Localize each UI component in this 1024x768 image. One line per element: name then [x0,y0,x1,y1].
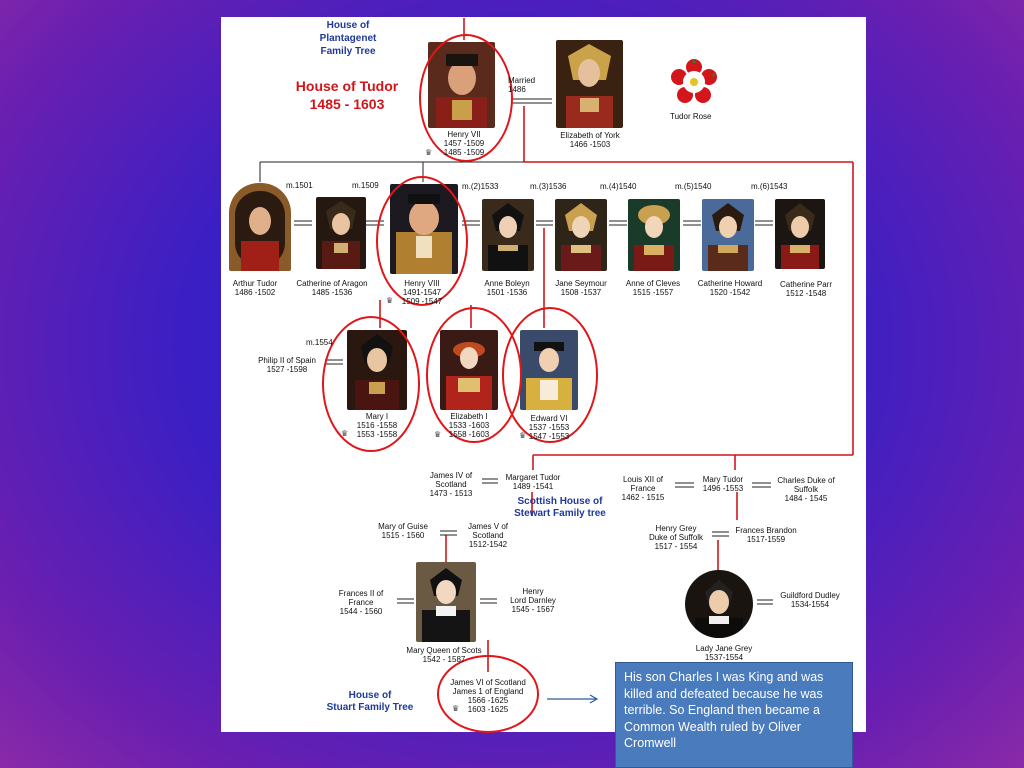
label-guildford: Guildford Dudley 1534-1554 [780,591,840,609]
marriage-1554: m.1554 [306,338,333,347]
catherine-parr-portrait [775,199,825,269]
catherine-howard-portrait [702,199,754,271]
label-henry7: Henry VII 1457 -1509 1485 -1509 [443,130,485,157]
label-mary1: Mary I 1516 -1558 1553 -1558 [356,412,398,439]
label-catherine-howard: Catherine Howard 1520 -1542 [697,279,763,297]
highlight-henry7 [419,34,513,162]
marriage-5: m.(5)1540 [675,182,712,191]
label-james4: James IV of Scotland 1473 - 1513 [429,471,473,498]
marriage-2: m.(2)1533 [462,182,499,191]
highlight-henry8 [376,176,468,306]
stewart-title: Scottish House of Stewart Family tree [514,496,606,519]
marriage-3: m.(3)1536 [530,182,567,191]
catherine-aragon-portrait [316,197,366,269]
elizabeth-york-portrait [556,40,623,128]
crown-icon: ♛ [425,148,433,157]
label-james6: James VI of Scotland James 1 of England … [450,678,526,714]
crown-icon: ♛ [452,704,460,713]
label-darnley: Henry Lord Darnley 1545 - 1567 [510,587,556,614]
label-anne-boleyn: Anne Boleyn 1501 -1536 [484,279,530,297]
label-louis12: Louis XII of France 1462 - 1515 [621,475,665,502]
label-frances-brandon: Frances Brandon 1517-1559 [735,526,797,544]
highlight-james6 [437,655,539,733]
label-margaret: Margaret Tudor 1489 -1541 [505,473,561,491]
label-francis2: Frances II of France 1544 - 1560 [338,589,384,616]
label-edward6: Edward VI 1537 -1553 1547 -1553 [528,414,570,441]
tudor-rose-icon [670,59,718,105]
label-mary-scots: Mary Queen of Scots 1542 - 1587 [406,646,482,664]
label-philip: Philip II of Spain 1527 -1598 [258,356,316,374]
label-henry-grey: Henry Grey Duke of Suffolk 1517 - 1554 [648,524,704,551]
tudor-rose-label: Tudor Rose [670,112,712,121]
marriage-6: m.(6)1543 [751,182,788,191]
marriage-1501: m.1501 [286,181,313,190]
label-charles-suffolk: Charles Duke of Suffolk 1484 - 1545 [777,476,835,503]
tudor-title: House of Tudor 1485 - 1603 [295,78,399,112]
crown-icon: ♛ [341,429,349,438]
label-anne-cleves: Anne of Cleves 1515 -1557 [625,279,681,297]
arthur-portrait [229,183,291,271]
label-henry8: Henry VIII 1491-1547 1509 -1547 [401,279,443,306]
label-jane-grey: Lady Jane Grey 1537-1554 [695,644,753,662]
crown-icon: ♛ [386,296,394,305]
label-james5: James V of Scotland 1512-1542 [467,522,508,549]
label-elizabeth-york: Elizabeth of York 1466 -1503 [560,131,620,149]
stuart-title: House of Stuart Family Tree [326,690,414,713]
label-mary-guise: Mary of Guise 1515 - 1560 [378,522,428,540]
marriage-4: m.(4)1540 [600,182,637,191]
anne-boleyn-portrait [482,199,534,271]
label-catherine-aragon: Catherine of Aragon 1485 -1536 [296,279,368,297]
label-jane-seymour: Jane Seymour 1508 -1537 [555,279,607,297]
label-elizabeth1: Elizabeth I 1533 -1603 1558 -1603 [448,412,490,439]
plantagenet-title: House of Plantagenet Family Tree [319,20,377,57]
jane-seymour-portrait [555,199,607,271]
mary-scots-portrait [416,562,476,642]
note-box: His son Charles I was King and was kille… [615,662,853,768]
highlight-mary1 [322,316,420,452]
label-mary-tudor: Mary Tudor 1496 -1553 [702,475,744,493]
marriage-1509: m.1509 [352,181,379,190]
crown-icon: ♛ [434,430,442,439]
jane-grey-portrait [685,570,753,638]
crown-icon: ♛ [519,431,527,440]
highlight-edward6 [502,307,598,443]
marriage-henry7: Married 1486 [508,76,536,94]
anne-cleves-portrait [628,199,680,271]
label-arthur: Arthur Tudor 1486 -1502 [232,279,278,297]
label-catherine-parr: Catherine Parr 1512 -1548 [779,280,833,298]
